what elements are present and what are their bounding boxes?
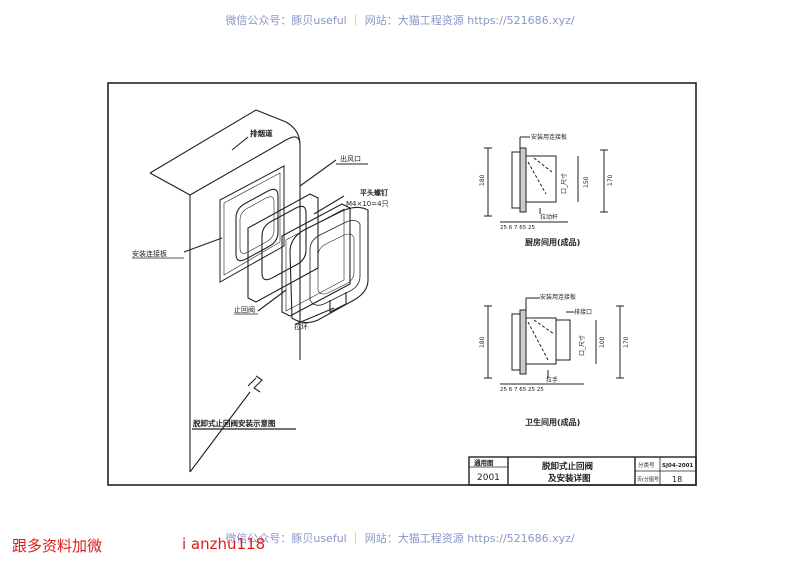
- kitchen-caption: 厨房间用(成品): [525, 237, 580, 247]
- watermark-bottom: 微信公众号：豚贝useful ｜ 网站：大猫工程资源 https://52168…: [225, 532, 575, 545]
- tb-page-no: 18: [672, 475, 682, 484]
- kitchen-label-handle: 拉动杆: [540, 213, 558, 221]
- label-check-valve: 止回阀: [234, 305, 255, 314]
- bath-caption: 卫生间用(成品): [525, 417, 580, 427]
- bath-label-size: 口_尺寸: [578, 335, 586, 356]
- label-shaft: 排烟道: [250, 128, 273, 138]
- shaft-outline: [149, 109, 301, 472]
- kitchen-label-size: 口_尺寸: [560, 173, 568, 194]
- label-screw-spec: M4×10=4只: [346, 200, 389, 208]
- tb-year: 2001: [477, 473, 500, 483]
- tb-scope-label: 通用图: [474, 458, 494, 467]
- tb-set-label: 分类号: [638, 461, 655, 469]
- bath-label-plate: 安装用连接板: [540, 293, 576, 301]
- label-screws: 平头螺钉: [360, 188, 388, 197]
- bath-label-handle: 拉手: [546, 376, 558, 384]
- tb-title-line1: 脱卸式止回阀: [542, 461, 593, 472]
- watermark-top: 微信公众号：豚贝useful ｜ 网站：大猫工程资源 https://52168…: [225, 14, 575, 27]
- promo-text-right: i anzhu118: [182, 535, 266, 553]
- kitchen-dim-inner: 150: [583, 176, 590, 188]
- promo-text-left: 跟多资料加微: [12, 537, 103, 555]
- label-connector-plate: 安装连接板: [132, 249, 167, 258]
- iso-caption: 脱卸式止回阀安装示意图: [193, 418, 276, 428]
- bath-label-outlet: 排接口: [574, 308, 592, 316]
- bath-dim-right: 170: [623, 336, 630, 348]
- isometric-view: [149, 109, 369, 473]
- kitchen-dim-right: 170: [607, 174, 614, 186]
- tb-set-no: SJ04-2001: [662, 463, 693, 469]
- kitchen-dim-left: 180: [479, 174, 486, 186]
- bathroom-detail: [484, 297, 624, 385]
- check-valve-plate: [281, 203, 351, 317]
- kitchen-detail: [484, 136, 608, 223]
- label-handle: 拉环: [294, 322, 308, 331]
- kitchen-label-plate: 安装用连接板: [531, 133, 567, 141]
- label-outlet: 出风口: [340, 154, 361, 163]
- kitchen-dim-bottom: 25 6 7 65 25: [500, 225, 535, 231]
- handle-ring: [329, 292, 347, 313]
- tb-title-line2: 及安装详图: [548, 473, 591, 484]
- title-block: [468, 456, 697, 486]
- drawing-border: [107, 82, 697, 486]
- bath-dim-left: 180: [479, 336, 486, 348]
- tb-page-label: 页(分图号): [637, 476, 661, 483]
- connector-plate: [219, 165, 285, 283]
- bath-dim-bottom: 25 6 7 65 25 25: [500, 387, 544, 393]
- bath-dim-inner: 100: [599, 336, 606, 348]
- check-valve-body: [289, 206, 369, 324]
